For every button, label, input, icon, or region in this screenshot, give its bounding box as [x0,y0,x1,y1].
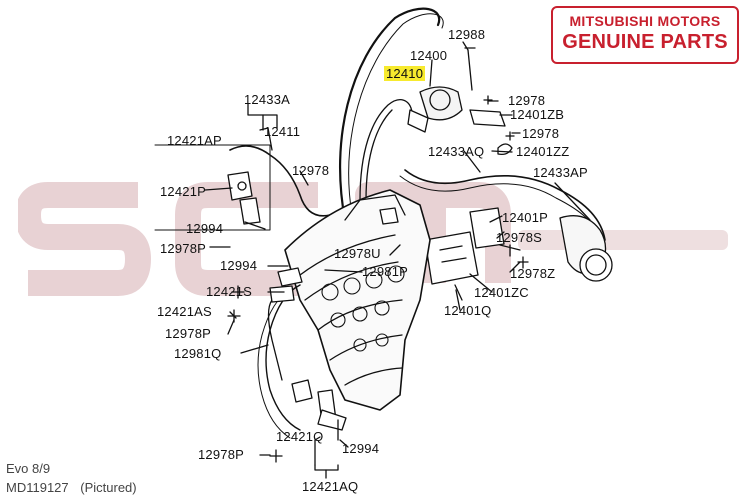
footer-part-number: MD119127 (Pictured) [6,480,137,495]
label-12994: 12994 [342,441,380,456]
label-12410-text: 12410 [384,66,426,81]
label-12978: 12978 [522,126,560,141]
label-12978U: 12978U [334,246,381,261]
label-12421AS: 12421AS [157,304,212,319]
label-12978S: 12978S [496,230,543,245]
label-12978: 12978 [508,93,546,108]
label-12978P: 12978P [160,241,207,256]
badge-brand: MITSUBISHI MOTORS [569,13,721,29]
label-12994: 12994 [186,221,224,236]
label-12421Q: 12421Q [276,429,324,444]
label-12994: 12994 [220,258,258,273]
label-12978: 12978 [292,163,330,178]
label-12988: 12988 [448,27,486,42]
label-12433AP: 12433AP [533,165,588,180]
label-12401ZZ: 12401ZZ [516,144,570,159]
label-12401Q: 12401Q [444,303,492,318]
footer-model: Evo 8/9 [6,461,51,476]
label-12981Q: 12981Q [174,346,222,361]
label-12401ZC: 12401ZC [474,285,529,300]
label-12401P: 12401P [502,210,549,225]
label-12401ZB: 12401ZB [510,107,565,122]
badge-title: GENUINE PARTS [562,31,728,53]
label-12433AQ: 12433AQ [428,144,485,159]
label-12978Z: 12978Z [510,266,556,281]
label-12433A: 12433A [244,92,291,107]
label-12978P: 12978P [165,326,212,341]
label-12421AQ: 12421AQ [302,479,359,494]
pictured-note: (Pictured) [80,480,137,495]
genuine-parts-badge: MITSUBISHI MOTORS GENUINE PARTS [551,6,739,64]
label-12421P: 12421P [160,184,207,199]
label-12978P: 12978P [198,447,245,462]
label-12400: 12400 [410,48,448,63]
label-12421S: 12421S [206,284,253,299]
label-12410-highlighted: 12410 [384,66,426,81]
label-12411: 12411 [264,124,301,139]
label-12421AP: 12421AP [167,133,222,148]
part-number: MD119127 [6,480,69,495]
label-12981P: 12981P [362,264,409,279]
